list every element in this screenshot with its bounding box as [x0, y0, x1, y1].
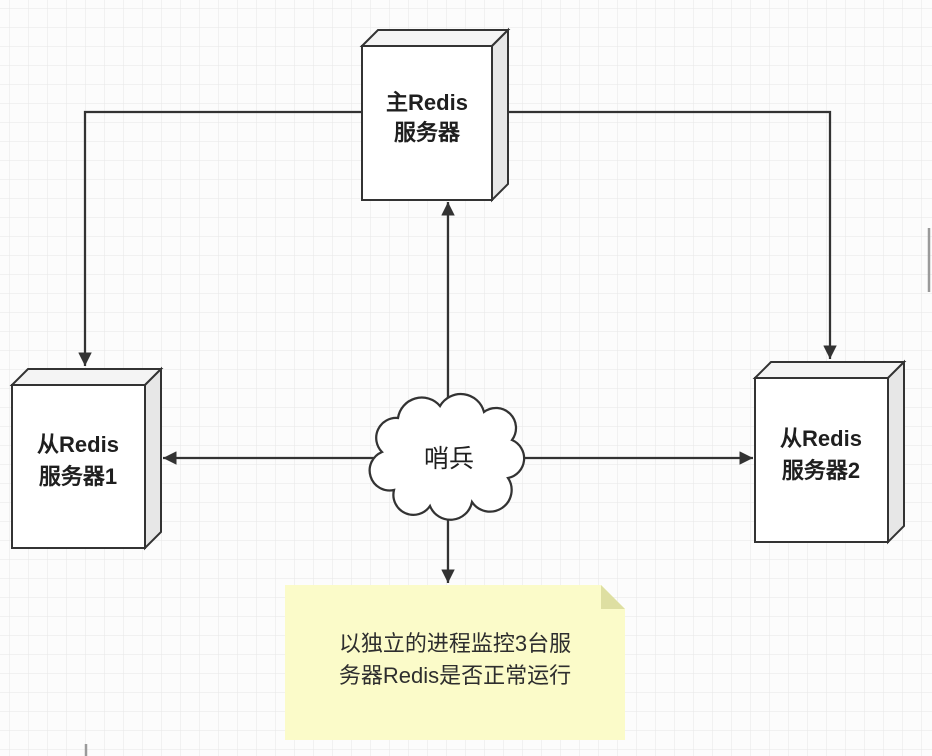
note-folded-corner [601, 585, 625, 609]
node-sentinel-cloud[interactable]: 哨兵 [368, 392, 526, 521]
master-box-top-face [359, 29, 511, 47]
master-box-front-face [361, 45, 493, 201]
master-box-side-face [491, 27, 509, 203]
slave2-box-front-face [754, 377, 889, 543]
node-master-redis[interactable]: 主Redis 服务器 [359, 27, 511, 203]
slave2-box-side-face [887, 359, 905, 545]
node-slave-redis-1[interactable]: 从Redis 服务器1 [9, 366, 164, 551]
cloud-shape [368, 392, 526, 521]
master-label-line2: 服务器 [394, 120, 461, 145]
note-text-line1: 以独立的进程监控3台服 [339, 631, 571, 656]
note-body [285, 585, 625, 740]
slave1-label-line2: 服务器1 [39, 464, 117, 489]
slave1-box-side-face [144, 366, 162, 551]
connector-master-to-slave1[interactable] [78, 110, 362, 366]
slave1-box-top-face [9, 368, 164, 386]
sentinel-label: 哨兵 [424, 445, 474, 473]
connector-master-to-slave2[interactable] [492, 110, 837, 359]
slave2-label-line1: 从Redis [780, 426, 862, 451]
slave2-box-top-face [752, 361, 907, 379]
master-label-line1: 主Redis [386, 90, 468, 115]
node-slave-redis-2[interactable]: 从Redis 服务器2 [752, 359, 907, 545]
slave2-label-line2: 服务器2 [782, 458, 860, 483]
slave1-label-line1: 从Redis [37, 432, 119, 457]
note-sticky[interactable]: 以独立的进程监控3台服 务器Redis是否正常运行 [285, 585, 625, 740]
note-text-line2: 务器Redis是否正常运行 [339, 663, 571, 688]
slave1-box-front-face [11, 384, 146, 549]
